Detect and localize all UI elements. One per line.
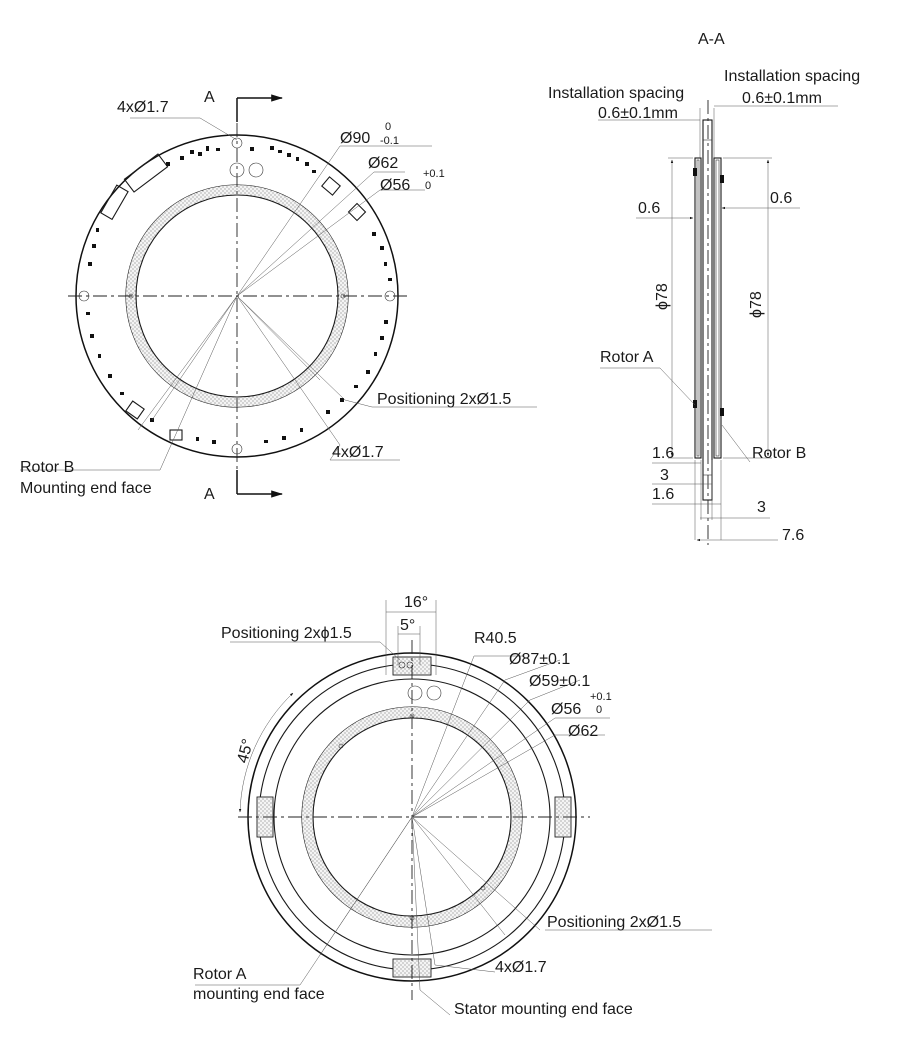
angle-45: 45° — [234, 737, 257, 765]
pcb-components — [86, 146, 392, 444]
rotor-a-face-label-1: Rotor A — [193, 966, 247, 983]
rotor-a-mid-dia: Ø59±0.1 — [529, 673, 590, 690]
rotor-b-inner-tol-upper: +0.1 — [423, 168, 445, 180]
rotor-a-ring-dia: Ø62 — [568, 723, 598, 740]
rotor-a-outer-dia: Ø87±0.1 — [509, 651, 570, 668]
rotor-a-positioning-top: Positioning 2xϕ1.5 — [221, 625, 352, 642]
dim-3-left: 3 — [660, 467, 669, 484]
section-a-a-view: A-A ϕ78 ϕ78 — [548, 31, 860, 545]
rotor-b-inner-dia: Ø56 — [380, 177, 410, 194]
angle-16: 16° — [404, 594, 428, 611]
dim-1-6-top: 1.6 — [652, 445, 674, 462]
rotor-b-positioning: Positioning 2xØ1.5 — [377, 391, 511, 408]
rotor-b-face-label-1: Rotor B — [20, 459, 74, 476]
rotor-a-disc — [694, 157, 702, 459]
install-left-label: Installation spacing — [548, 85, 684, 102]
section-left-thickness: 0.6 — [638, 200, 660, 217]
install-right-value: 0.6±0.1mm — [742, 90, 822, 107]
rotor-a-inner-dia: Ø56 — [551, 701, 581, 718]
section-title: A-A — [698, 31, 725, 48]
rotor-a-radius: R40.5 — [474, 630, 517, 647]
rotor-a-inner-tol-lower: 0 — [596, 704, 602, 716]
rotor-b-outer-tol-lower: -0.1 — [380, 135, 399, 147]
rotor-b-outer-tol-upper: 0 — [385, 121, 391, 133]
rotor-b-face-label-2: Mounting end face — [20, 480, 152, 497]
rotor-a-holes: 4xØ1.7 — [495, 959, 547, 976]
section-right-diameter: ϕ78 — [748, 291, 765, 318]
section-right-thickness: 0.6 — [770, 190, 792, 207]
rotor-b-leaders — [20, 117, 537, 471]
rotor-b-view: A A 4xØ1.7 Ø90 0 -0.1 Ø62 Ø56 +0.1 0 Pos… — [20, 89, 537, 503]
rotor-a-face-label-2: mounting end face — [193, 986, 325, 1003]
rotor-b-mid-dia: Ø62 — [368, 155, 398, 172]
install-right-label: Installation spacing — [724, 68, 860, 85]
install-left-value: 0.6±0.1mm — [598, 105, 678, 122]
dim-1-6-bottom: 1.6 — [652, 486, 674, 503]
angle-5: 5° — [400, 617, 415, 634]
rotor-b-outer-dia: Ø90 — [340, 130, 370, 147]
stator-face-label: Stator mounting end face — [454, 1001, 633, 1018]
rotor-a-inner-tol-upper: +0.1 — [590, 691, 612, 703]
dim-total: 7.6 — [782, 527, 804, 544]
cut-mark-a-bottom: A — [204, 486, 215, 503]
stator-disc — [702, 119, 713, 501]
section-rotor-a: Rotor A — [600, 349, 654, 366]
rotor-b-holes-bottom: 4xØ1.7 — [332, 444, 384, 461]
rotor-a-view: 16° 5° 45° Positioning 2xϕ1.5 R40.5 Ø87±… — [193, 594, 712, 1018]
rotor-a-positioning-bottom: Positioning 2xØ1.5 — [547, 914, 681, 931]
section-left-diameter: ϕ78 — [654, 283, 671, 310]
section-rotor-b: Rotor B — [752, 445, 806, 462]
rotor-b-inner-tol-lower: 0 — [425, 180, 431, 192]
cut-mark-a-top: A — [204, 89, 215, 106]
rotor-b-holes-top: 4xØ1.7 — [117, 99, 169, 116]
section-cut-markers — [236, 94, 284, 498]
dim-3-right: 3 — [757, 499, 766, 516]
rotor-b-disc — [713, 157, 722, 459]
